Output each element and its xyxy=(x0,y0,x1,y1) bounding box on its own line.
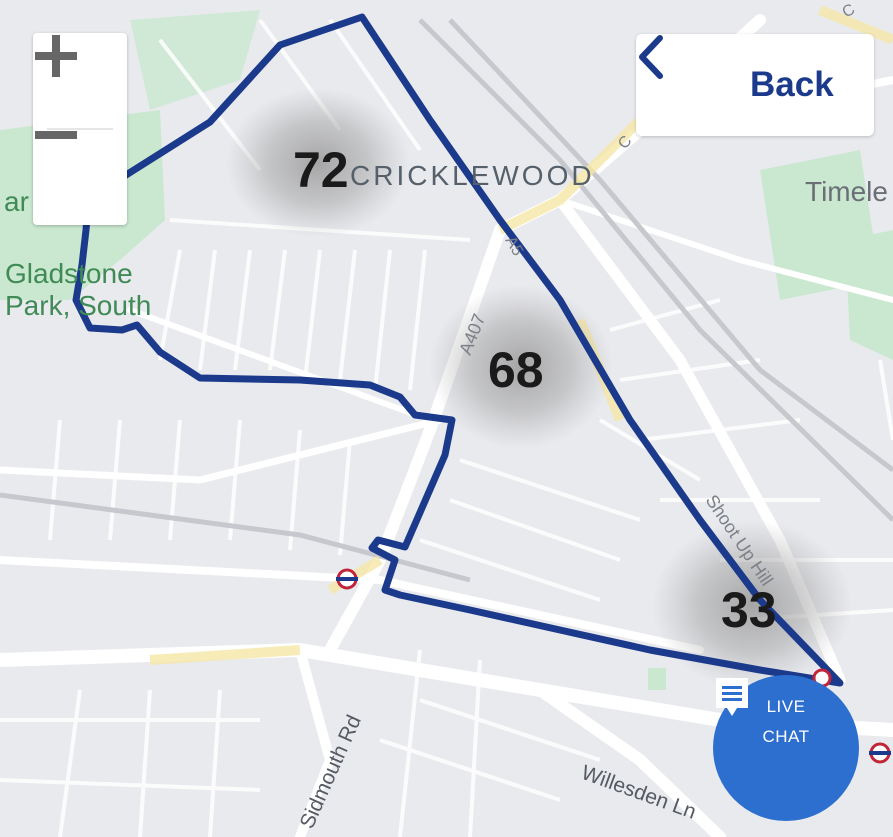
heat-blob xyxy=(429,285,613,449)
zoom-control xyxy=(33,33,127,225)
live-chat-label-line2: CHAT xyxy=(762,727,810,746)
zoom-out-button[interactable] xyxy=(33,130,127,225)
chevron-left-icon xyxy=(639,35,714,108)
plus-icon xyxy=(35,35,77,77)
place-label-timeline: Timele xyxy=(805,176,888,207)
park-area xyxy=(648,668,666,690)
zoom-divider xyxy=(47,128,113,130)
underground-station-icon[interactable] xyxy=(336,568,358,590)
place-label-park-south: Park, South xyxy=(5,290,152,321)
railway xyxy=(0,18,893,583)
area-count-33[interactable]: 33 xyxy=(721,582,777,638)
place-label-gladstone: Gladstone xyxy=(5,258,133,289)
live-chat-button[interactable]: LIVE CHAT xyxy=(713,675,859,821)
zoom-in-button[interactable] xyxy=(33,33,127,128)
area-count-68[interactable]: 68 xyxy=(488,342,544,398)
area-boundary-route[interactable] xyxy=(72,13,844,687)
minus-icon xyxy=(35,131,77,139)
live-chat-label-line1: LIVE xyxy=(766,697,806,716)
area-label-cricklewood: CRICKLEWOOD xyxy=(350,160,595,191)
back-button[interactable]: Back xyxy=(636,34,874,136)
park-area xyxy=(130,10,260,110)
heat-blob xyxy=(226,88,410,238)
underground-station-icon[interactable] xyxy=(869,742,891,764)
area-count-72[interactable]: 72 xyxy=(293,142,349,198)
place-label-clipped: ar xyxy=(4,186,29,217)
back-button-label: Back xyxy=(750,65,834,104)
